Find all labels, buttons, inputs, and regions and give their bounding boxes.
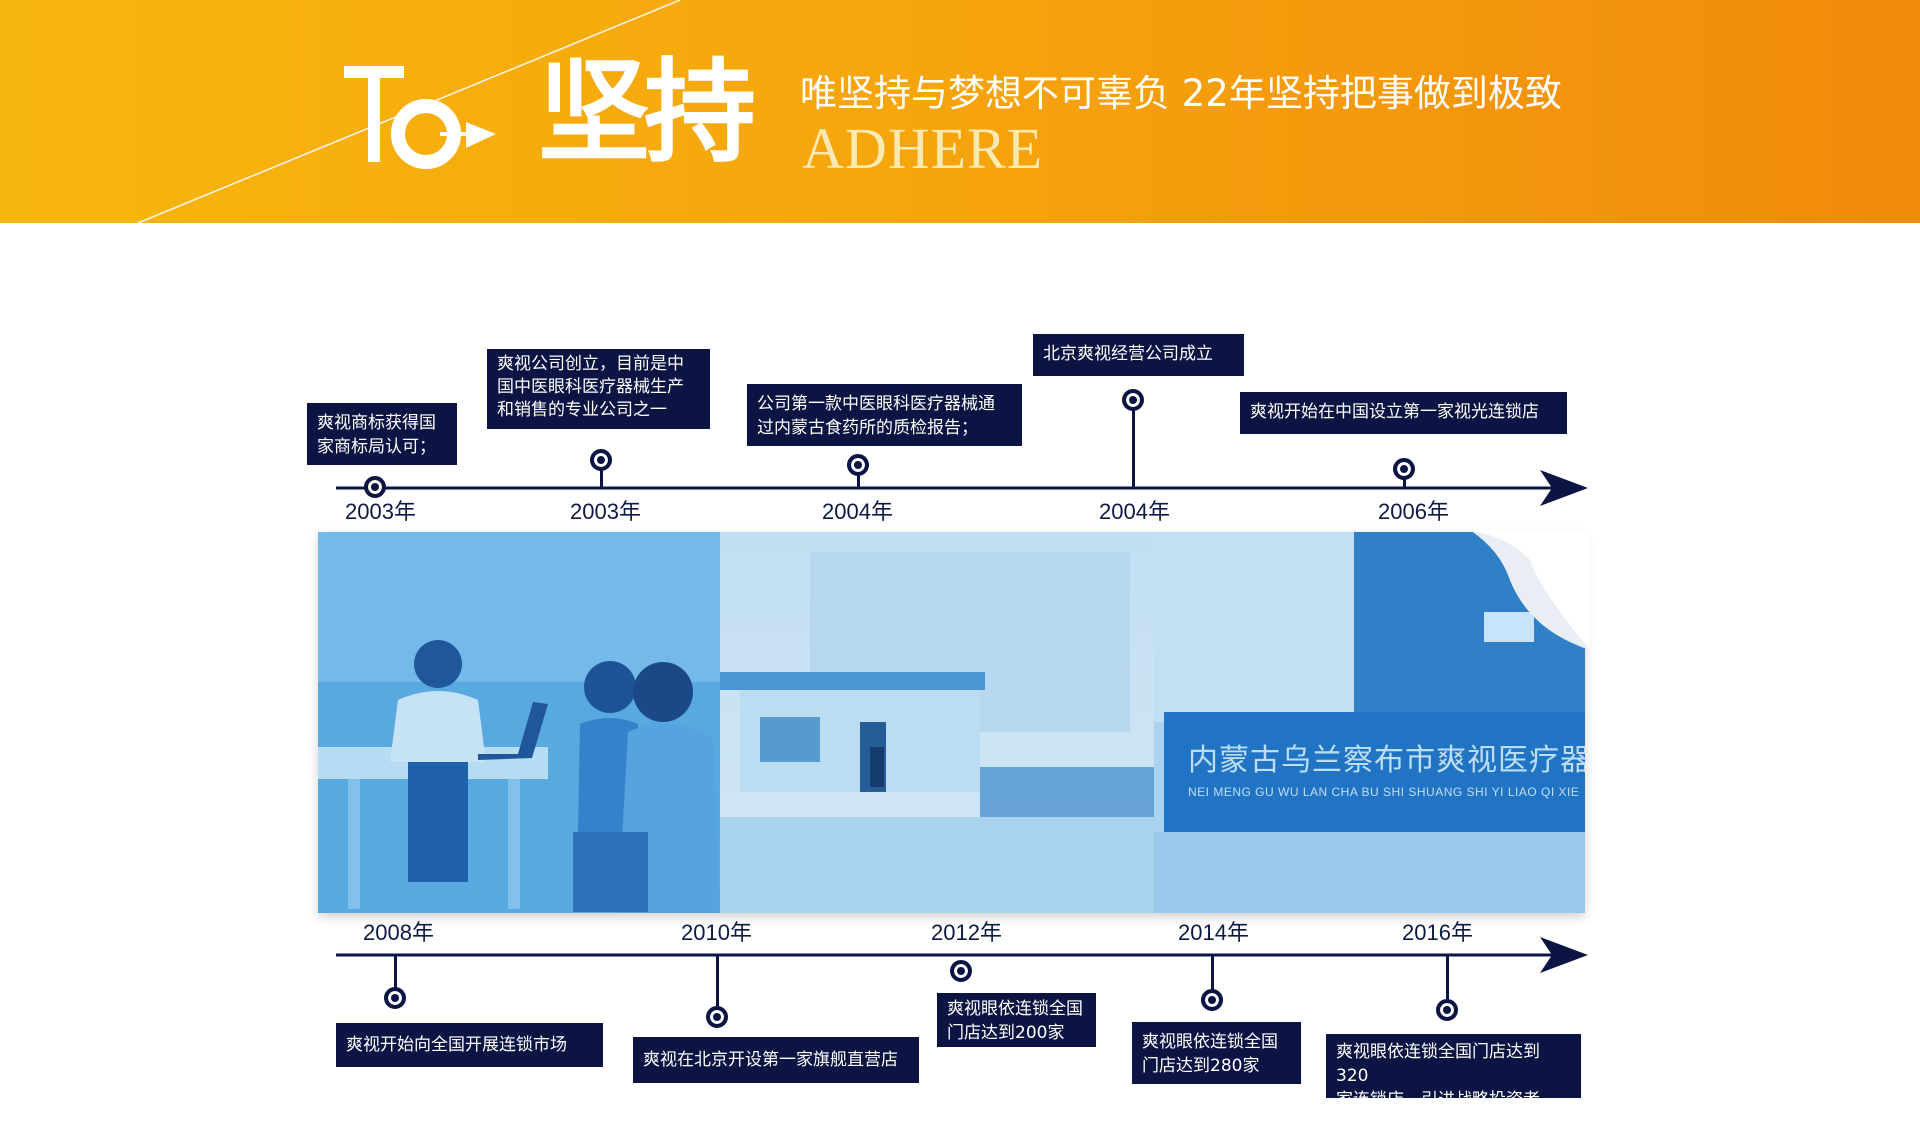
timeline-note: 爽视商标获得国 家商标局认可； (307, 403, 457, 465)
timeline-year: 2004年 (822, 499, 893, 524)
page-subtitle: 唯坚持与梦想不可辜负 22年坚持把事做到极致 (800, 72, 1562, 115)
timeline-stem (600, 470, 603, 488)
timeline-year: 2003年 (345, 499, 416, 524)
timeline-note: 爽视在北京开设第一家旗舰直营店 (633, 1037, 919, 1083)
timeline-stem (394, 955, 397, 989)
timeline-stem (1132, 410, 1135, 488)
timeline-note: 爽视眼依连锁全国 门店达到200家 (937, 993, 1096, 1047)
timeline-node (1393, 458, 1415, 480)
timeline-stem (1403, 479, 1406, 488)
timeline-note: 公司第一款中医眼科医疗器械通 过内蒙古食药所的质检报告； (747, 384, 1022, 446)
timeline-node (384, 987, 406, 1009)
timeline-note: 爽视公司创立，目前是中 国中医眼科医疗器械生产 和销售的专业公司之一 (487, 349, 710, 429)
timeline-year: 2003年 (570, 499, 641, 524)
timeline-year: 2006年 (1378, 499, 1449, 524)
timeline-note: 爽视眼依连锁全国门店达到320 家连锁店，引进战略投资者 (1326, 1034, 1581, 1110)
bottom-axis-arrow (1540, 937, 1588, 973)
timeline-node (364, 476, 386, 498)
timeline-year: 2016年 (1402, 920, 1473, 945)
timeline-year: 2008年 (363, 920, 434, 945)
page-curl (1470, 530, 1590, 650)
page-title: 坚持 (538, 48, 756, 178)
to-logo (344, 66, 496, 169)
timeline-node (847, 454, 869, 476)
timeline-node (590, 449, 612, 471)
top-axis-arrow (1540, 470, 1588, 506)
photo-factory-gate (720, 532, 1154, 913)
company-sign-text: 内蒙古乌兰察布市爽视医疗器械有限 (1188, 743, 1585, 778)
timeline-note: 爽视开始向全国开展连锁市场 (336, 1023, 603, 1067)
photo-strip: 内蒙古乌兰察布市爽视医疗器械有限 NEI MENG GU WU LAN CHA … (318, 532, 1585, 913)
timeline-node (1436, 999, 1458, 1021)
photo-tint (318, 532, 1585, 913)
timeline-stem (716, 955, 719, 1008)
timeline-node (706, 1006, 728, 1028)
timeline-node (950, 960, 972, 982)
timeline-note: 北京爽视经营公司成立 (1033, 334, 1244, 376)
timeline-stem (857, 475, 860, 488)
photo-eye-exam (318, 532, 720, 913)
timeline-year: 2004年 (1099, 499, 1170, 524)
timeline-node (1122, 389, 1144, 411)
timeline-stem (1211, 955, 1214, 991)
timeline-node (1201, 989, 1223, 1011)
timeline-year: 2014年 (1178, 920, 1249, 945)
company-sign-pinyin: NEI MENG GU WU LAN CHA BU SHI SHUANG SHI… (1188, 785, 1580, 799)
photo-company-sign: 内蒙古乌兰察布市爽视医疗器械有限 NEI MENG GU WU LAN CHA … (1154, 532, 1585, 913)
timeline-note: 爽视开始在中国设立第一家视光连锁店 (1240, 392, 1567, 434)
page-subtitle-en: ADHERE (802, 116, 1044, 181)
timeline-year: 2012年 (931, 920, 1002, 945)
header-banner: 坚持 唯坚持与梦想不可辜负 22年坚持把事做到极致 ADHERE (0, 0, 1920, 223)
timeline-year: 2010年 (681, 920, 752, 945)
timeline-stem (1446, 955, 1449, 1001)
timeline-note: 爽视眼依连锁全国 门店达到280家 (1132, 1022, 1301, 1084)
